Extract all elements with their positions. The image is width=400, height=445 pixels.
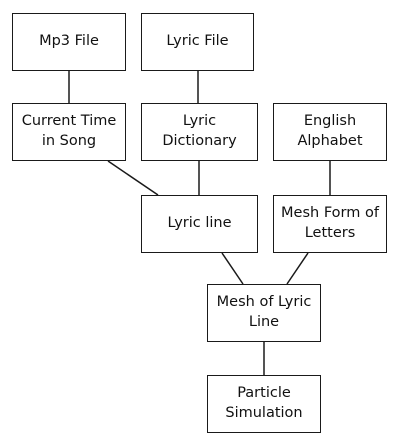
node-label: Lyric Dictionary [162, 113, 237, 149]
edge-mesh-form-to-mesh-lyric [286, 252, 309, 285]
node-label: Mp3 File [39, 33, 99, 50]
node-label-line-1: Particle [237, 385, 291, 402]
node-mp3-file: Mp3 File [12, 13, 126, 71]
node-label-line-1: Current Time [21, 113, 117, 130]
node-mesh-of-lyric-line: Mesh of Lyric Line [207, 284, 321, 342]
node-current-time-in-song: Current Time in Song [12, 103, 126, 161]
node-lyric-dictionary: Lyric Dictionary [141, 103, 258, 161]
node-label-line-2: in Song [41, 133, 97, 149]
node-label-line-1: Mesh Form of [281, 205, 379, 222]
node-lyric-line: Lyric line [141, 195, 258, 253]
edge-current-time-to-lyric-line [107, 160, 159, 196]
node-label-line-1: English [303, 113, 357, 130]
node-label-line-2: Letters [304, 225, 356, 241]
node-label-line-2: Line [248, 314, 280, 330]
node-english-alphabet: English Alphabet [273, 103, 387, 161]
node-label-line-1: Mesh of Lyric [216, 294, 312, 311]
edge-lyric-line-to-mesh-lyric [221, 252, 244, 285]
node-label-line-2: Alphabet [297, 133, 363, 149]
node-label: Lyric line [167, 215, 232, 232]
node-label-line-2: Simulation [225, 405, 303, 421]
node-lyric-file: Lyric File [141, 13, 254, 71]
node-label: Lyric File [166, 33, 229, 50]
node-mesh-form-of-letters: Mesh Form of Letters [273, 195, 387, 253]
node-particle-simulation: Particle Simulation [207, 375, 321, 433]
